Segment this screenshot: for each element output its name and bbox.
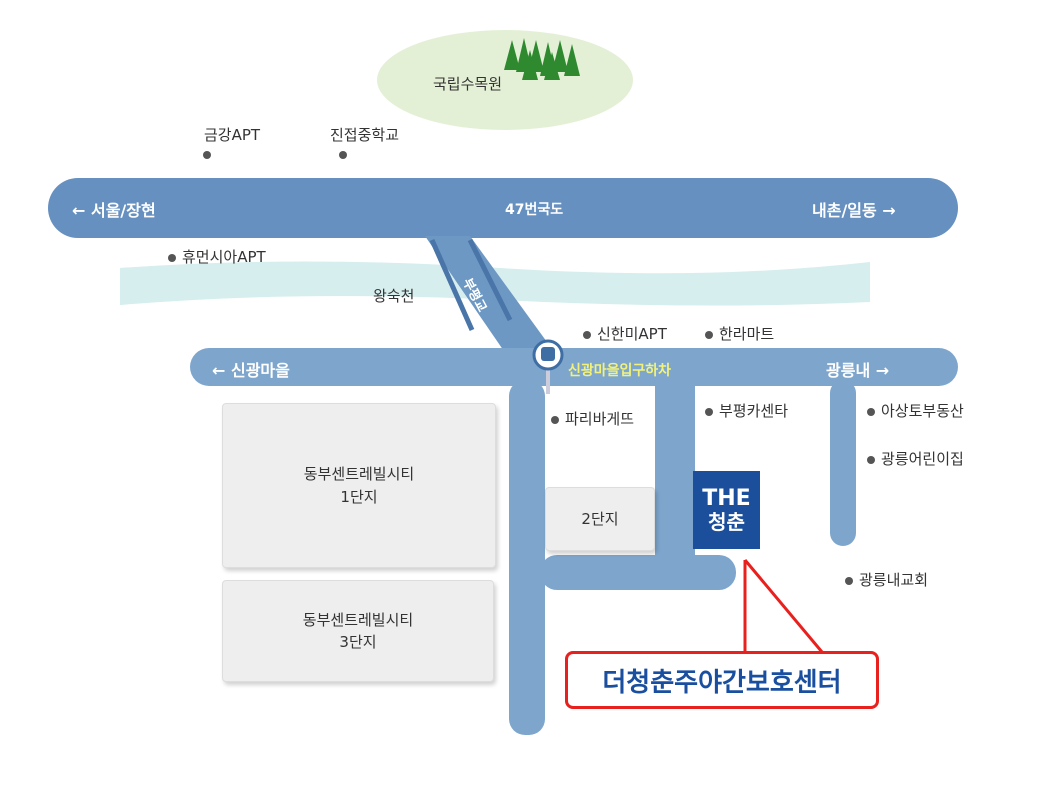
bridge-rail: [429, 238, 475, 332]
vertical-road: [509, 380, 545, 735]
dot-marker-icon: [845, 576, 853, 585]
asangto-realty-label: 아상토부동산: [881, 402, 964, 420]
block: [545, 390, 655, 452]
arboretum-area: [377, 30, 633, 130]
complex-3-name: 동부센트레빌시티: [302, 610, 414, 629]
complex-2-label: 2단지: [581, 509, 619, 528]
bus-stop-label: 신광마을입구하차: [568, 363, 672, 379]
bupyeong-center-label: 부평카센타: [719, 402, 789, 420]
halla-mart-label: 한라마트: [719, 325, 775, 343]
main-road: [48, 178, 958, 238]
dot-marker-icon: [339, 151, 347, 159]
gwangneung-daycare-label: 광릉어린이집: [881, 450, 964, 468]
logo-line1: THE: [702, 485, 751, 511]
bus-stop-icon: [532, 339, 564, 394]
jinjeop-school-label: 진접중학교: [330, 126, 400, 144]
complex-1-block: 동부센트레빌시티 1단지: [222, 403, 496, 568]
vertical-road: [830, 380, 856, 546]
dot-marker-icon: [705, 330, 713, 339]
destination-label: 더청춘주야간보호센터: [602, 667, 842, 698]
second-road-west: ← 신광마을: [212, 361, 290, 380]
side-road: [540, 555, 736, 590]
arboretum-label: 국립수목원: [433, 75, 503, 93]
main-road-west: ← 서울/장현: [72, 201, 156, 220]
shinhanmi-apt-label: 신한미APT: [597, 325, 667, 343]
main-road-name: 47번국도: [505, 202, 564, 218]
logo-line2: 청춘: [708, 510, 745, 535]
river-label: 왕숙천: [373, 287, 415, 305]
dot-marker-icon: [583, 330, 591, 339]
complex-1-name: 동부센트레빌시티: [303, 465, 415, 483]
geumgang-apt-label: 금강APT: [204, 126, 261, 144]
humansia-apt-label: 휴먼시아APT: [182, 248, 266, 266]
dot-marker-icon: [168, 253, 176, 262]
second-road-east: 광릉내 →: [826, 361, 890, 380]
second-road: [190, 348, 958, 386]
complex-1-unit: 1단지: [340, 487, 378, 506]
complex-3-unit: 3단지: [339, 633, 377, 651]
dot-marker-icon: [203, 151, 211, 159]
bridge-rail: [467, 238, 513, 322]
destination-callout: 더청춘주야간보호센터: [565, 651, 879, 709]
dot-marker-icon: [867, 455, 875, 464]
complex-2-block: 2단지: [545, 487, 655, 551]
dot-marker-icon: [551, 415, 559, 424]
tree-icon: [504, 38, 580, 80]
main-road-east: 내촌/일동 →: [812, 201, 896, 220]
paris-baguette-label: 파리바게뜨: [565, 410, 635, 428]
callout-pointer: [743, 559, 824, 653]
bridge-road: [425, 236, 560, 360]
complex-3-block: 동부센트레빌시티 3단지: [222, 580, 494, 682]
the-cheongchun-logo: THE 청춘: [693, 471, 760, 549]
dot-marker-icon: [705, 407, 713, 416]
church-label: 광릉내교회: [859, 571, 929, 589]
dot-marker-icon: [867, 407, 875, 416]
